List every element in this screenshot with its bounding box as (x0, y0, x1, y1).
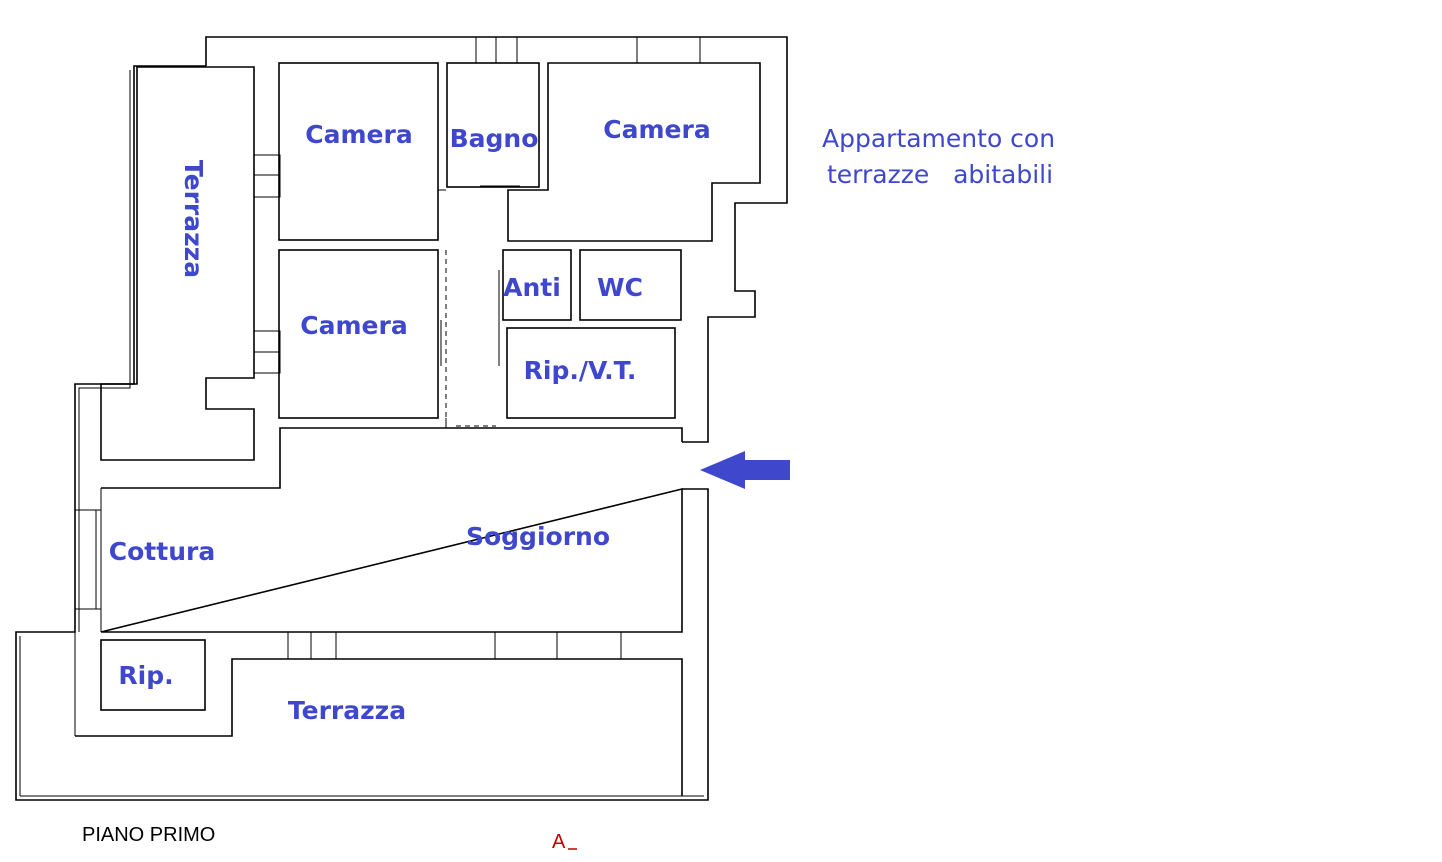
title-line-2: terrazze abitabili (827, 160, 1053, 189)
title-line-1: Appartamento con (822, 124, 1055, 153)
room-anti (498, 249, 572, 366)
label-camera-top-right: Camera (603, 115, 710, 144)
room-wc (579, 249, 682, 321)
section-mark: A (552, 831, 566, 853)
label-soggiorno: Soggiorno (466, 522, 610, 551)
terrazza-south-area (74, 631, 683, 796)
room-camera-top-left (278, 62, 439, 241)
outer-walls (15, 36, 788, 801)
terrazza-west-area (100, 66, 281, 461)
label-rip-vt: Rip./V.T. (524, 356, 637, 385)
label-wc: WC (597, 273, 643, 302)
label-terrazza-west: Terrazza (179, 160, 208, 278)
floor-label: PIANO PRIMO (82, 824, 215, 846)
label-camera-middle: Camera (300, 311, 407, 340)
label-bagno: Bagno (450, 124, 539, 153)
room-camera-top-right (507, 37, 761, 242)
label-cottura: Cottura (109, 537, 215, 566)
room-rip (100, 639, 206, 711)
room-rip-vt (506, 327, 676, 419)
label-anti: Anti (503, 273, 561, 302)
room-camera-middle (278, 249, 447, 419)
label-camera-top-left: Camera (305, 120, 412, 149)
entrance-arrow-icon (700, 451, 790, 489)
label-rip: Rip. (118, 661, 173, 690)
room-soggiorno (74, 427, 683, 633)
label-terrazza-south: Terrazza (288, 696, 406, 725)
room-bagno (446, 36, 540, 188)
